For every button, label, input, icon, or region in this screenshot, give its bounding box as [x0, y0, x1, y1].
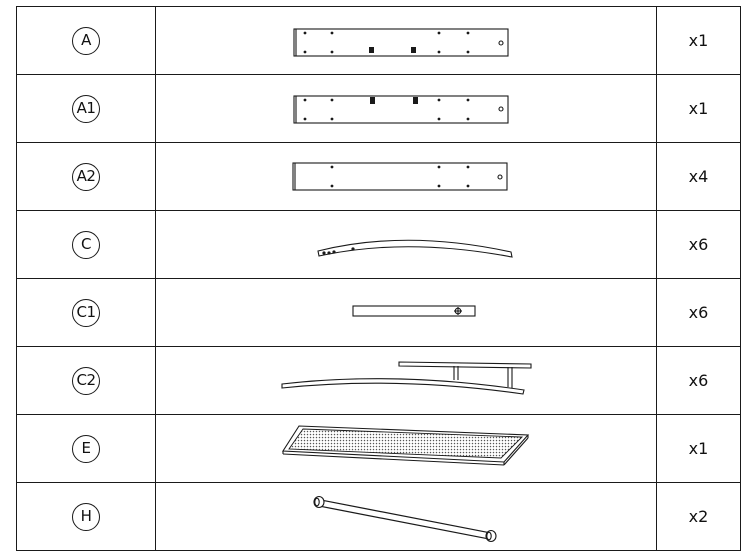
part-label-cell: A1	[16, 74, 156, 143]
part-label-badge: C1	[72, 298, 100, 327]
part-label-cell: A	[16, 6, 156, 75]
part-quantity: x1	[688, 99, 709, 118]
part-drawing-cell	[155, 6, 657, 75]
part-quantity-cell: x6	[656, 278, 741, 347]
short-bar-drawing	[352, 305, 476, 317]
part-label-cell: C1	[16, 278, 156, 347]
part-quantity-cell: x4	[656, 142, 741, 211]
part-quantity: x4	[688, 167, 709, 186]
part-quantity-cell: x1	[656, 6, 741, 75]
part-drawing-cell	[155, 482, 657, 551]
part-label-cell: A2	[16, 142, 156, 211]
part-quantity: x2	[688, 507, 709, 526]
part-label-cell: E	[16, 414, 156, 483]
part-label-badge: A1	[72, 94, 100, 123]
part-drawing-cell	[155, 346, 657, 415]
table-row: C x6	[16, 210, 741, 279]
part-label-badge: A2	[72, 162, 100, 191]
long-rail-plain-drawing	[292, 162, 508, 191]
part-quantity: x1	[688, 31, 709, 50]
part-drawing-cell	[155, 210, 657, 279]
part-quantity-cell: x1	[656, 414, 741, 483]
part-label-cell: C	[16, 210, 156, 279]
table-row: A1 x1	[16, 74, 741, 143]
long-rail-two-slot-drawing	[293, 95, 509, 124]
table-row: C2 x6	[16, 346, 741, 415]
part-quantity: x6	[688, 235, 709, 254]
table-row: E	[16, 414, 741, 483]
part-label-cell: H	[16, 482, 156, 551]
part-quantity: x6	[688, 303, 709, 322]
part-quantity-cell: x6	[656, 346, 741, 415]
part-drawing-cell	[155, 414, 657, 483]
part-quantity: x6	[688, 371, 709, 390]
table-row: A2 x4	[16, 142, 741, 211]
mesh-panel-drawing	[282, 425, 530, 466]
part-label-badge: E	[72, 434, 100, 463]
part-quantity: x1	[688, 439, 709, 458]
part-label-badge: H	[72, 502, 100, 531]
part-label-badge: C2	[72, 366, 100, 395]
part-label-cell: C2	[16, 346, 156, 415]
table-row: A x1	[16, 6, 741, 75]
part-drawing-cell	[155, 74, 657, 143]
part-quantity-cell: x1	[656, 74, 741, 143]
part-drawing-cell	[155, 142, 657, 211]
table-row: H x2	[16, 482, 741, 551]
table-row: C1 x6	[16, 278, 741, 347]
part-label-badge: A	[72, 26, 100, 55]
curved-slat-drawing	[317, 239, 513, 258]
parts-table: A x1 A1	[16, 6, 741, 551]
double-slat-frame-drawing	[281, 361, 532, 395]
part-quantity-cell: x6	[656, 210, 741, 279]
part-label-badge: C	[72, 230, 100, 259]
dowel-rod-drawing	[313, 495, 497, 543]
long-rail-two-notch-drawing	[293, 28, 509, 57]
part-quantity-cell: x2	[656, 482, 741, 551]
part-drawing-cell	[155, 278, 657, 347]
